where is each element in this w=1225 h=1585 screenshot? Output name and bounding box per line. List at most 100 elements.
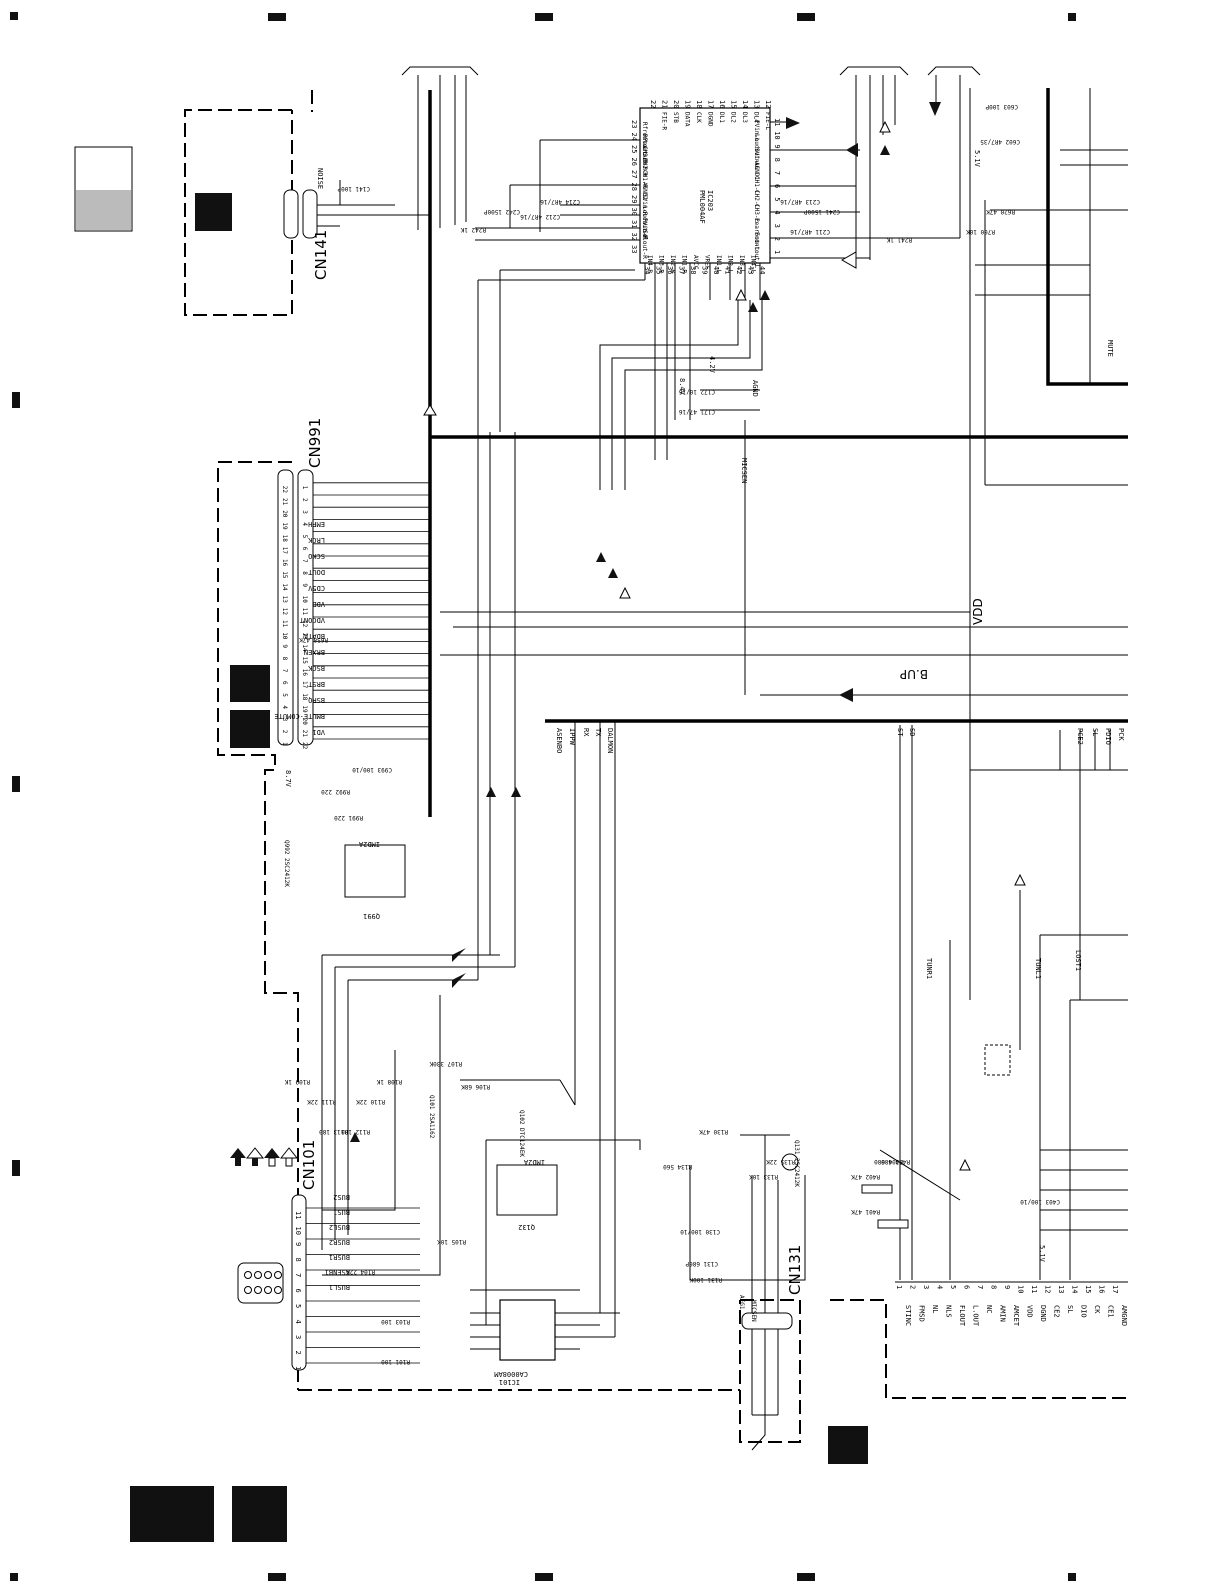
header-pin-label: FLOUT <box>958 1305 966 1327</box>
header-pin-number: 8 <box>990 1285 998 1289</box>
ic203-pin-label: DL4 <box>753 112 760 123</box>
cn991-net-label: SCKO <box>308 552 325 560</box>
cn991-pin-number: 13 <box>301 632 308 640</box>
ic203-pin-number: 9 <box>773 144 781 148</box>
cn101-socket-hole <box>264 1286 272 1294</box>
ic203-pin-number: 1 <box>773 250 781 254</box>
cn991-pin-number: 2 <box>281 730 288 734</box>
ic203-pin-number: 16 <box>718 100 726 108</box>
cn991-pin-number: 14 <box>281 583 288 591</box>
cn101-net-label: BUS2 <box>333 1193 350 1201</box>
ic203-pin-label: VREF <box>704 255 711 270</box>
cn101-pin-number: 7 <box>294 1273 302 1277</box>
ic203-pin-label: CH1-R <box>641 170 648 188</box>
resistor-label: R104 22K <box>346 1268 375 1275</box>
resistor-label: R106 68K <box>461 1083 490 1090</box>
transistor-label: Q992 2SC2412K <box>283 840 290 887</box>
ic203-pin-number: 26 <box>630 158 638 166</box>
resistor-label: R131 100K <box>689 1276 722 1283</box>
ic203-pin-label: DL2 <box>730 112 737 123</box>
ic203-pin-number: 34 <box>643 266 651 274</box>
cn101-socket-hole <box>254 1271 262 1279</box>
cn991-net-label: BRXEN <box>304 648 325 656</box>
header-pin-number: 1 <box>895 1285 903 1289</box>
cn991-pin-number: 6 <box>281 681 288 685</box>
header-pin-label: FMSD <box>918 1305 926 1322</box>
ic203-pin-label: IN3-L <box>738 255 745 273</box>
ic203-pin-number: 35 <box>655 266 663 274</box>
cn991-pin-number: 3 <box>301 510 308 514</box>
ic203-pin-label: DL1 <box>718 112 725 123</box>
net-bup: B.UP <box>900 667 928 681</box>
cn991-pin-number: 7 <box>281 669 288 673</box>
capacitor-label: C214 4R7/16 <box>540 198 580 205</box>
q991-ref: Q991 <box>363 912 380 920</box>
ic203-pin-number: 14 <box>741 100 749 108</box>
ic203-pin-label: PVin-R <box>641 218 648 240</box>
ic203-pin-number: 42 <box>735 266 743 274</box>
q132-part: IMD2A <box>523 1158 545 1166</box>
ic203-pin-number: 2 <box>773 237 781 241</box>
cn101-net-label: BUSR1 <box>329 1253 350 1261</box>
net-sd: SD <box>908 728 916 736</box>
resistor-label: R700 10K <box>966 228 995 235</box>
cn991-net-label: BSRQ <box>308 696 325 704</box>
cn991-pin-number: 5 <box>281 693 288 697</box>
resistor-label: R992 220 <box>321 788 350 795</box>
cn991-pin-number: 15 <box>281 571 288 579</box>
capacitor-label: C171 47/16 <box>678 408 715 415</box>
header-pin-number: 13 <box>1057 1285 1065 1293</box>
ic203-pin-label: Selout-R <box>641 230 648 259</box>
net-mute: MUTE <box>1106 340 1114 357</box>
resistor-label: R112 180 <box>341 1128 370 1135</box>
resistor-label: R401 47K <box>851 1208 880 1215</box>
ic203-pin-label: IN4-L <box>750 255 757 273</box>
ic203-pin-number: 40 <box>712 266 720 274</box>
net-pck: PCK <box>1117 728 1125 741</box>
ic203-pin-label: AVCC <box>692 255 699 270</box>
cn991-pin-number: 6 <box>301 547 308 551</box>
header-pin-label: NL <box>931 1305 939 1313</box>
ic203-pin-number: 32 <box>630 233 638 241</box>
q131-area <box>689 1134 806 1313</box>
transistor-label: Q131 2SC2412K <box>793 1140 800 1187</box>
cn991-pin-number: 4 <box>301 522 308 526</box>
net-st: ST <box>896 728 904 737</box>
header-pin-label: DIO <box>1080 1305 1088 1318</box>
ic203-pin-label: IN2-R <box>669 255 676 273</box>
ic203-pin-number: 38 <box>689 266 697 274</box>
cn991-pin-number: 7 <box>301 559 308 563</box>
cn991-pin-number: 1 <box>281 742 288 746</box>
capacitor-label: C141 100P <box>337 185 370 192</box>
cn101-socket-hole <box>254 1286 262 1294</box>
capacitor-label: C403 100/10 <box>1020 1198 1060 1205</box>
resistor-label: R113 180 <box>319 1128 348 1135</box>
cn991-pin-number: 16 <box>301 669 308 677</box>
net-8v7: 8.7V <box>284 770 292 788</box>
header-pin-label: L.OUT <box>972 1305 980 1327</box>
resistor-label: R241 1K <box>886 236 912 243</box>
cn131: CN131 <box>741 1245 804 1451</box>
capacitor-label: C130 100/10 <box>680 1228 720 1235</box>
cn991-pin-number: 1 <box>301 486 308 490</box>
header-pin-number: 6 <box>963 1285 971 1289</box>
ic203-pin-number: 43 <box>747 266 755 274</box>
ic203-pin-label: CH2-L <box>753 190 760 208</box>
ic203-pin-number: 29 <box>630 195 638 203</box>
cn991-net-label: BMUTE·COMUTE <box>274 712 325 720</box>
header-pin-label: DGND <box>1039 1305 1047 1322</box>
header-pin-label: VDD <box>1026 1305 1034 1318</box>
resistor-label: R133 10K <box>749 1173 778 1180</box>
ic101-ref: IC101 <box>499 1378 520 1386</box>
cn991-pin-number: 21 <box>301 730 308 738</box>
ic203-pin-number: 19 <box>684 100 692 108</box>
right-wiring <box>440 88 1128 1280</box>
header-pin-label: AMCET <box>1012 1305 1020 1327</box>
q132-ref: Q132 <box>518 1223 535 1231</box>
cn991-pin-number: 8 <box>281 657 288 661</box>
cn991-pin-number: 19 <box>301 705 308 713</box>
cn991-net-label: BRST <box>307 680 325 688</box>
cn101-socket-hole <box>244 1271 252 1279</box>
